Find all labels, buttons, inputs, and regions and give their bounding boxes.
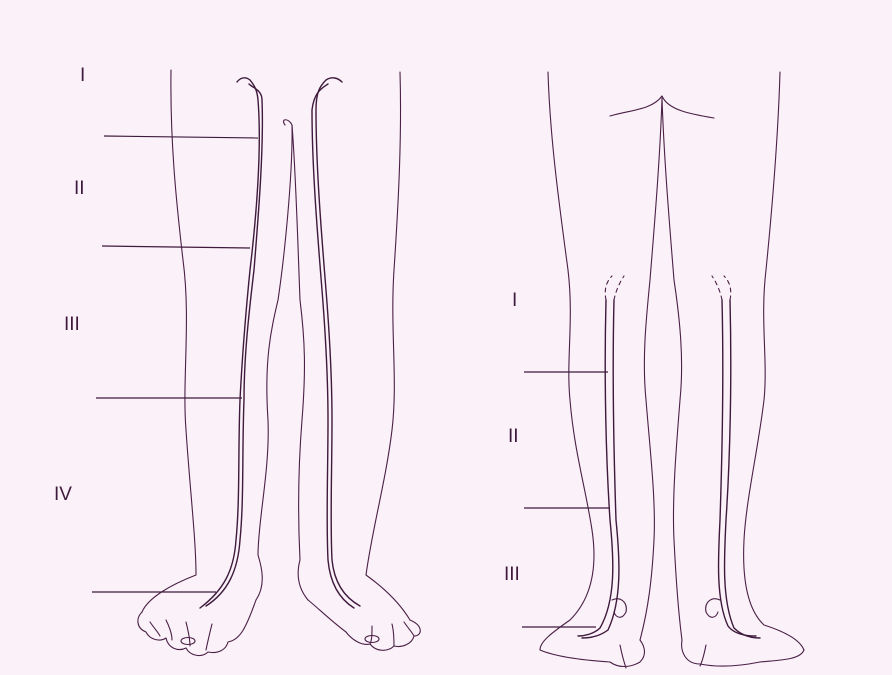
vein-dashed-extension bbox=[712, 276, 731, 300]
anterior-view: I II III IV bbox=[54, 65, 420, 655]
small-saphenous-vein-inner bbox=[582, 300, 619, 638]
toenail bbox=[181, 638, 195, 645]
anterior-right-leg bbox=[292, 72, 420, 650]
toe-lines bbox=[150, 620, 212, 650]
segment-label-I: I bbox=[80, 65, 85, 86]
leader-line-2 bbox=[102, 246, 250, 248]
leg-inner-contour bbox=[662, 98, 682, 640]
heel-contour bbox=[700, 645, 706, 666]
leg-inner-contour bbox=[292, 125, 308, 600]
leg-outer-contour bbox=[540, 72, 594, 650]
segment-label-III: III bbox=[64, 314, 80, 335]
great-saphenous-vein-inner bbox=[312, 84, 354, 608]
leader-line-1 bbox=[104, 136, 258, 138]
leg-outer-contour bbox=[142, 70, 196, 612]
leg-inner-contour bbox=[640, 98, 662, 640]
segment-label-III: III bbox=[504, 564, 520, 585]
leg-inner-contour bbox=[256, 120, 292, 600]
posterior-right-leg bbox=[662, 72, 804, 666]
leg-outer-contour bbox=[744, 72, 804, 650]
ankle-bone bbox=[706, 599, 720, 618]
anterior-left-leg bbox=[138, 70, 292, 655]
small-saphenous-vein-inner bbox=[724, 300, 760, 638]
small-saphenous-vein bbox=[718, 300, 756, 636]
segment-label-II: II bbox=[508, 426, 519, 447]
great-saphenous-vein-inner bbox=[206, 84, 262, 606]
foot-outline bbox=[308, 600, 420, 650]
great-saphenous-vein bbox=[316, 78, 360, 606]
small-saphenous-vein bbox=[578, 300, 613, 636]
segment-label-I: I bbox=[512, 290, 517, 311]
posterior-left-leg bbox=[540, 72, 662, 668]
toe-lines bbox=[370, 622, 414, 646]
leg-outer-contour bbox=[366, 72, 410, 620]
vein-dashed-extension bbox=[605, 276, 624, 300]
foot-outline bbox=[138, 600, 256, 655]
foot-outline bbox=[682, 640, 804, 666]
segment-label-II: II bbox=[74, 178, 85, 199]
segment-label-IV: IV bbox=[54, 484, 72, 505]
great-saphenous-vein bbox=[200, 78, 259, 608]
heel-contour bbox=[620, 645, 626, 668]
foot-outline bbox=[540, 640, 645, 667]
posterior-view: I II III bbox=[504, 72, 804, 668]
